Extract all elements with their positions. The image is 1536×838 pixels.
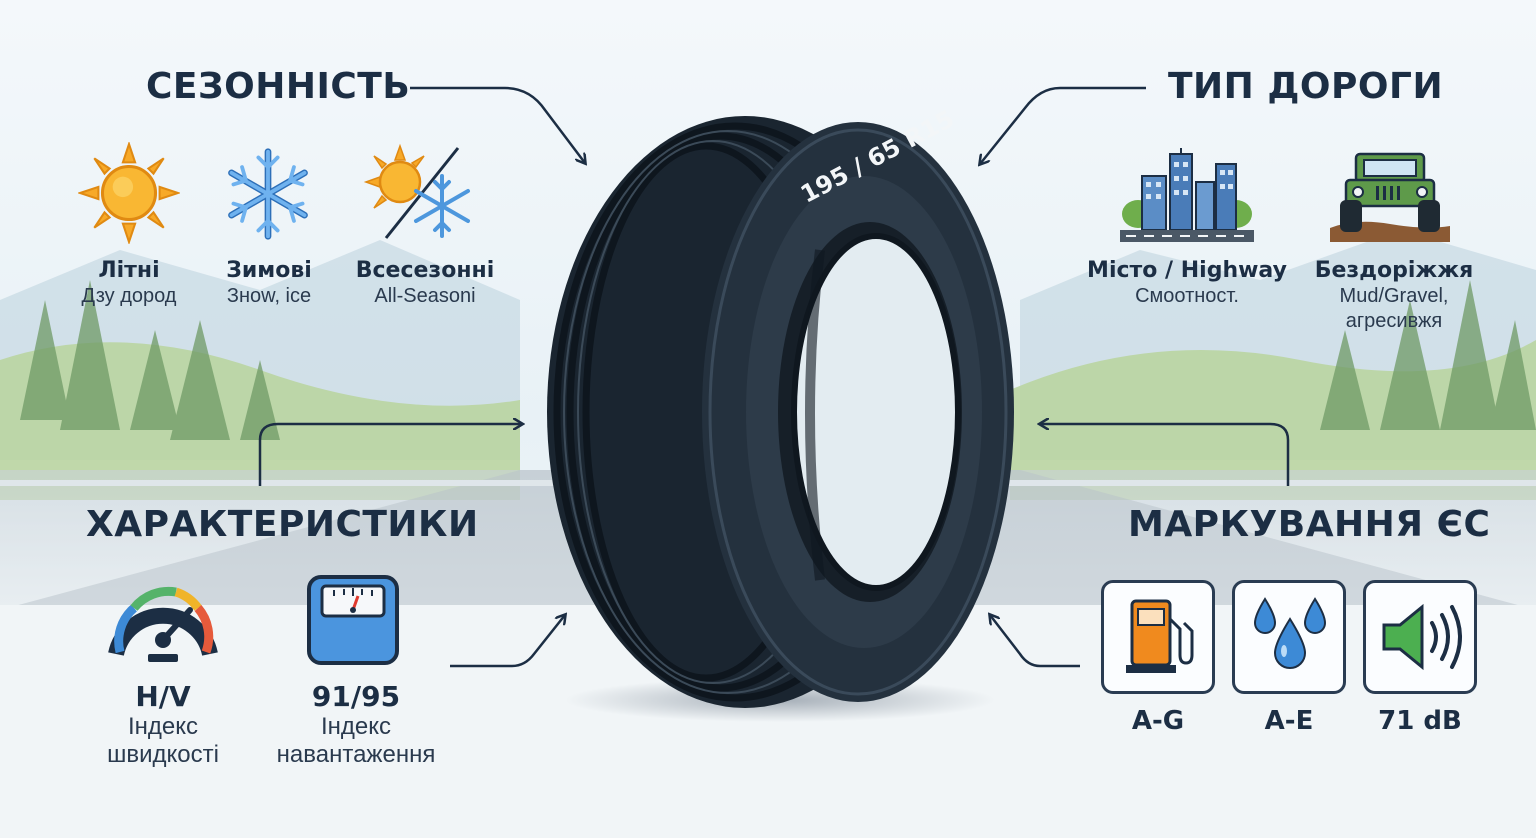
city-icon (1120, 148, 1254, 242)
season-sub: Дзу дород (81, 285, 177, 307)
speedometer-icon (108, 586, 218, 662)
eu-label-title: МАРКУВАННЯ ЄС (1128, 504, 1491, 545)
eu-noise-box (1363, 580, 1477, 694)
road-type-title: ТИП ДОРОГИ (1168, 66, 1444, 107)
char-value: 91/95 (311, 680, 401, 713)
season-label: Всесезонні (355, 258, 495, 283)
char-item-speed: H/V Індекс швидкості (78, 680, 248, 769)
road-label: Бездоріжжя (1314, 258, 1474, 283)
char-sub: Індекс (127, 713, 199, 740)
eu-wet-grip-value: A-E (1264, 706, 1314, 736)
season-sub: All-Seasoni (374, 285, 476, 307)
arrow-eu-label-bottom (990, 615, 1080, 668)
char-value: H/V (135, 680, 191, 713)
arrow-characteristics (258, 424, 522, 486)
road-sub-2: агресивжя (1345, 310, 1443, 332)
char-sub: Індекс (320, 713, 392, 740)
season-label: Літні (98, 258, 160, 283)
road-label: Місто / Highway (1087, 258, 1287, 283)
char-sub-2: навантаження (276, 741, 436, 768)
season-item-summer: Літні Дзу дород (64, 258, 194, 308)
char-sub-2: швидкості (107, 741, 219, 768)
arrow-characteristics-bottom (450, 615, 565, 668)
scale-icon (307, 575, 399, 665)
offroad-jeep-icon (1330, 152, 1450, 242)
season-item-allseason: Всесезонні All-Seasoni (350, 258, 500, 308)
eu-noise-value: 71 dB (1378, 706, 1462, 736)
speaker-icon (1382, 603, 1462, 671)
arrow-seasonality (410, 86, 585, 163)
eu-fuel-box (1101, 580, 1215, 694)
road-item-offroad: Бездоріжжя Mud/Gravel, агресивжя (1306, 258, 1482, 333)
water-drops-icon (1253, 597, 1327, 669)
eu-fuel-value: A-G (1131, 706, 1185, 736)
characteristics-title: ХАРАКТЕРИСТИКИ (86, 504, 479, 545)
sun-snowflake-icon (363, 143, 470, 239)
sun-icon (78, 142, 180, 244)
seasonality-title: СЕЗОННІСТЬ (146, 66, 411, 107)
eu-wet-grip-box (1232, 580, 1346, 694)
snowflake-icon (228, 148, 308, 240)
char-item-load: 91/95 Індекс навантаження (258, 680, 454, 769)
season-item-winter: Зимові Зноw, ice (204, 258, 334, 308)
fuel-pump-icon (1126, 599, 1194, 673)
road-sub: Mud/Gravel, (1339, 285, 1449, 307)
season-sub: Зноw, ice (226, 285, 312, 307)
arrow-road-type (980, 86, 1146, 164)
road-sub: Смоотност. (1135, 285, 1239, 307)
road-item-city: Місто / Highway Смоотност. (1080, 258, 1294, 308)
tire (547, 116, 1014, 708)
season-label: Зимові (226, 258, 312, 283)
arrow-eu-label (1040, 424, 1290, 486)
